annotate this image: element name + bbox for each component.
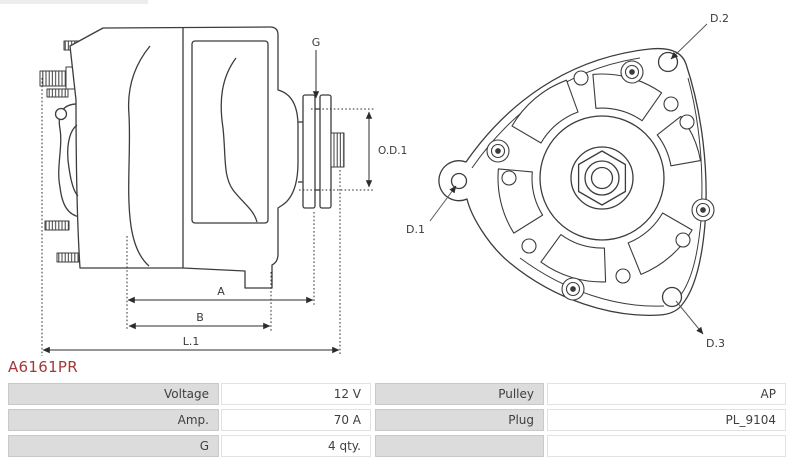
front-view-callouts [429,23,708,335]
side-view-dimensions [41,50,375,356]
callout-label-d2: D.2 [710,12,729,25]
side-view-drawing [39,26,345,289]
spec-label-plug: Plug [375,409,544,431]
spec-row: Voltage 12 V Pulley AP [0,383,790,405]
spec-label-amp: Amp. [8,409,219,431]
dimension-label-od1: O.D.1 [378,145,407,157]
spec-label-empty [375,435,544,457]
callout-label-d1: D.1 [406,223,425,236]
spec-row: G 4 qty. [0,435,790,457]
top-watermark-artifact [0,0,148,4]
dimension-label-l1: L.1 [183,335,200,348]
dimension-label-b: B [196,311,204,324]
dimension-label-g: G [312,36,321,49]
spec-value-voltage: 12 V [221,383,371,405]
spec-label-voltage: Voltage [8,383,219,405]
spec-value-g: 4 qty. [221,435,371,457]
spec-row: Amp. 70 A Plug PL_9104 [0,409,790,431]
spec-value-empty [547,435,786,457]
part-number: A6161PR [8,358,79,376]
technical-diagram: G O.D.1 A B L.1 [39,12,729,356]
spec-value-amp: 70 A [221,409,371,431]
callout-label-d3: D.3 [706,337,725,350]
spec-value-pulley: AP [547,383,786,405]
spec-label-g: G [8,435,219,457]
spec-label-pulley: Pulley [375,383,544,405]
dimension-label-a: A [217,285,225,298]
spec-value-plug: PL_9104 [547,409,786,431]
front-view-drawing [438,47,715,316]
